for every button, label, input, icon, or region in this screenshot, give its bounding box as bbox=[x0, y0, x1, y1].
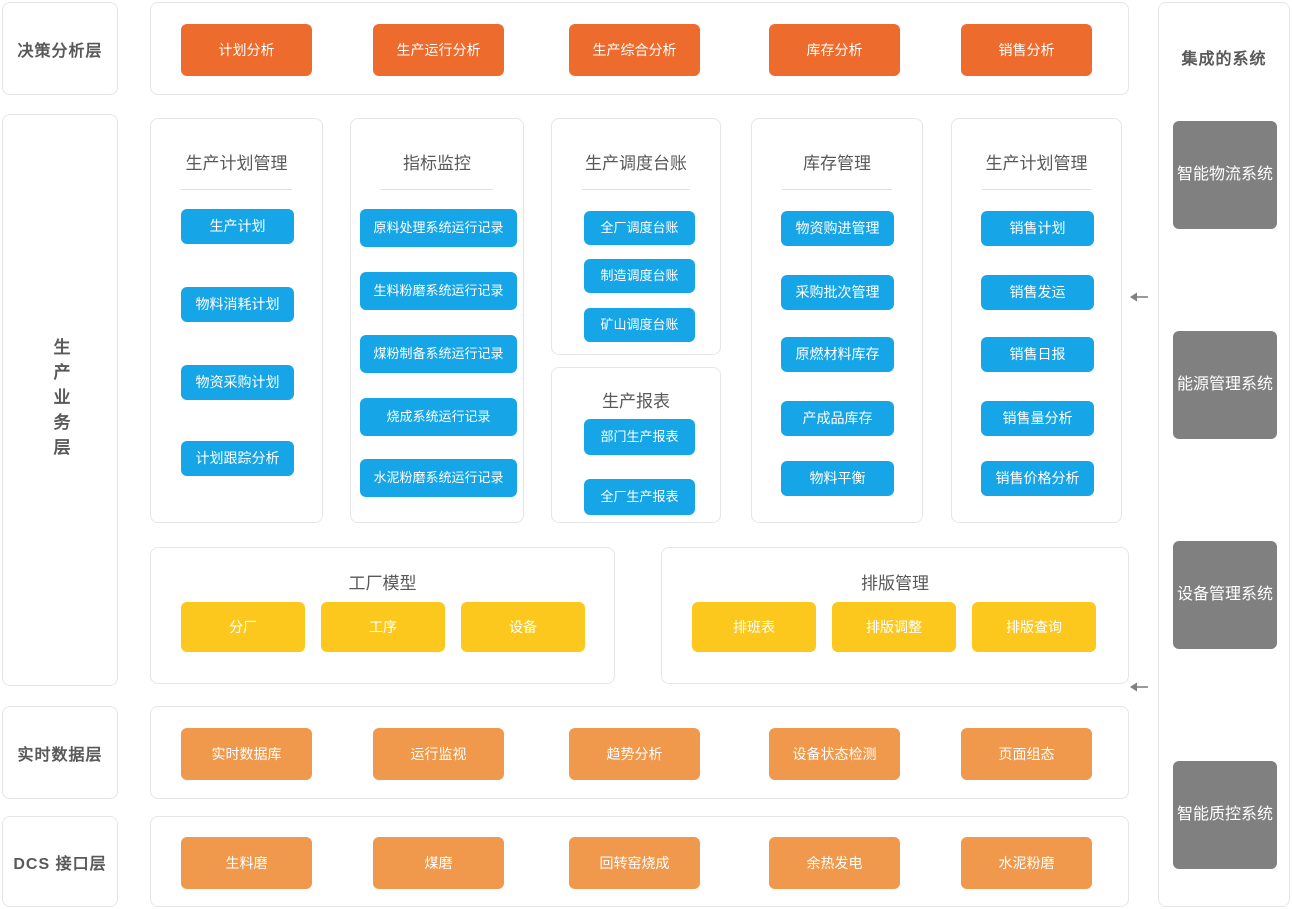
column-2-item-1[interactable]: 制造调度台账 bbox=[584, 259, 695, 293]
report-card-item-0[interactable]: 部门生产报表 bbox=[584, 419, 695, 455]
report-card-title: 生产报表 bbox=[602, 392, 670, 411]
column-4-item-1[interactable]: 销售发运 bbox=[981, 275, 1094, 310]
arrow-left-icon-bottom bbox=[1128, 679, 1150, 695]
column-1-item-3[interactable]: 烧成系统运行记录 bbox=[360, 398, 517, 436]
business-column-4: 生产计划管理 销售计划 销售发运 销售日报 销售量分析 销售价格分析 bbox=[951, 118, 1122, 523]
dcs-interface-panel: 生料磨 煤磨 回转窑烧成 余热发电 水泥粉磨 bbox=[150, 816, 1129, 907]
column-divider-2 bbox=[582, 189, 690, 190]
layer-label-business: 生产业务层 bbox=[50, 337, 70, 463]
arrow-left-icon-top bbox=[1128, 289, 1150, 305]
column-0-item-1[interactable]: 物料消耗计划 bbox=[181, 287, 294, 322]
column-2-item-0[interactable]: 全厂调度台账 bbox=[584, 211, 695, 245]
business-column-3: 库存管理 物资购进管理 采购批次管理 原燃材料库存 产成品库存 物料平衡 bbox=[751, 118, 923, 523]
column-title-0: 生产计划管理 bbox=[185, 154, 288, 173]
realtime-button-2[interactable]: 趋势分析 bbox=[569, 728, 700, 780]
integrated-system-2[interactable]: 设备管理系统 bbox=[1173, 541, 1277, 649]
business-column-0: 生产计划管理 生产计划 物料消耗计划 物资采购计划 计划跟踪分析 bbox=[150, 118, 323, 523]
factory-model-title: 工厂模型 bbox=[348, 574, 417, 593]
decision-button-0[interactable]: 计划分析 bbox=[181, 24, 312, 76]
decision-button-3[interactable]: 库存分析 bbox=[769, 24, 900, 76]
layer-label-business-card: 生产业务层 bbox=[2, 114, 118, 686]
realtime-button-0[interactable]: 实时数据库 bbox=[181, 728, 312, 780]
column-1-item-0[interactable]: 原料处理系统运行记录 bbox=[360, 209, 517, 247]
column-1-item-4[interactable]: 水泥粉磨系统运行记录 bbox=[360, 459, 517, 497]
realtime-button-1[interactable]: 运行监视 bbox=[373, 728, 504, 780]
column-title-4: 生产计划管理 bbox=[985, 154, 1088, 173]
column-4-item-0[interactable]: 销售计划 bbox=[981, 211, 1094, 246]
realtime-button-3[interactable]: 设备状态检测 bbox=[769, 728, 900, 780]
factory-model-panel: 工厂模型 分厂 工序 设备 bbox=[150, 547, 615, 684]
column-4-item-4[interactable]: 销售价格分析 bbox=[981, 461, 1094, 496]
column-4-item-3[interactable]: 销售量分析 bbox=[981, 401, 1094, 436]
dcs-button-1[interactable]: 煤磨 bbox=[373, 837, 504, 889]
integrated-systems-panel: 集成的系统 智能物流系统 能源管理系统 设备管理系统 智能质控系统 bbox=[1158, 2, 1290, 907]
layout-management-panel: 排版管理 排班表 排版调整 排版查询 bbox=[661, 547, 1129, 684]
column-divider-3 bbox=[782, 189, 892, 190]
decision-button-2[interactable]: 生产综合分析 bbox=[569, 24, 700, 76]
decision-button-4[interactable]: 销售分析 bbox=[961, 24, 1092, 76]
integrated-system-1[interactable]: 能源管理系统 bbox=[1173, 331, 1277, 439]
column-0-item-0[interactable]: 生产计划 bbox=[181, 209, 294, 244]
business-column-2: 生产调度台账 全厂调度台账 制造调度台账 矿山调度台账 bbox=[551, 118, 721, 355]
column-0-item-2[interactable]: 物资采购计划 bbox=[181, 365, 294, 400]
production-report-card: 生产报表 部门生产报表 全厂生产报表 bbox=[551, 367, 721, 523]
integrated-system-3[interactable]: 智能质控系统 bbox=[1173, 761, 1277, 869]
decision-analysis-panel: 计划分析 生产运行分析 生产综合分析 库存分析 销售分析 bbox=[150, 2, 1129, 95]
column-4-item-2[interactable]: 销售日报 bbox=[981, 337, 1094, 372]
dcs-button-3[interactable]: 余热发电 bbox=[769, 837, 900, 889]
realtime-data-panel: 实时数据库 运行监视 趋势分析 设备状态检测 页面组态 bbox=[150, 706, 1129, 799]
layer-label-dcs: DCS 接口层 bbox=[2, 816, 118, 907]
column-title-1: 指标监控 bbox=[403, 154, 471, 173]
column-1-item-1[interactable]: 生料粉磨系统运行记录 bbox=[360, 272, 517, 310]
column-divider-1 bbox=[381, 189, 493, 190]
realtime-button-4[interactable]: 页面组态 bbox=[961, 728, 1092, 780]
layout-management-item-2[interactable]: 排版查询 bbox=[972, 602, 1096, 652]
column-title-2: 生产调度台账 bbox=[585, 154, 687, 173]
column-3-item-4[interactable]: 物料平衡 bbox=[781, 461, 894, 496]
factory-model-item-2[interactable]: 设备 bbox=[461, 602, 585, 652]
layer-label-realtime: 实时数据层 bbox=[2, 706, 118, 799]
column-3-item-3[interactable]: 产成品库存 bbox=[781, 401, 894, 436]
column-1-item-2[interactable]: 煤粉制备系统运行记录 bbox=[360, 335, 517, 373]
column-2-item-2[interactable]: 矿山调度台账 bbox=[584, 308, 695, 342]
integrated-system-0[interactable]: 智能物流系统 bbox=[1173, 121, 1277, 229]
layout-management-item-0[interactable]: 排班表 bbox=[692, 602, 816, 652]
column-3-item-0[interactable]: 物资购进管理 bbox=[781, 211, 894, 246]
dcs-button-2[interactable]: 回转窑烧成 bbox=[569, 837, 700, 889]
column-divider-0 bbox=[181, 189, 292, 190]
decision-button-1[interactable]: 生产运行分析 bbox=[373, 24, 504, 76]
column-title-3: 库存管理 bbox=[803, 154, 871, 173]
column-divider-4 bbox=[982, 189, 1091, 190]
layer-label-decision: 决策分析层 bbox=[2, 2, 118, 95]
factory-model-item-0[interactable]: 分厂 bbox=[181, 602, 305, 652]
report-card-item-1[interactable]: 全厂生产报表 bbox=[584, 479, 695, 515]
dcs-button-4[interactable]: 水泥粉磨 bbox=[961, 837, 1092, 889]
layout-management-item-1[interactable]: 排版调整 bbox=[832, 602, 956, 652]
factory-model-item-1[interactable]: 工序 bbox=[321, 602, 445, 652]
column-3-item-2[interactable]: 原燃材料库存 bbox=[781, 337, 894, 372]
dcs-button-0[interactable]: 生料磨 bbox=[181, 837, 312, 889]
column-0-item-3[interactable]: 计划跟踪分析 bbox=[181, 441, 294, 476]
business-column-1: 指标监控 原料处理系统运行记录 生料粉磨系统运行记录 煤粉制备系统运行记录 烧成… bbox=[350, 118, 524, 523]
layout-management-title: 排版管理 bbox=[861, 574, 929, 593]
column-3-item-1[interactable]: 采购批次管理 bbox=[781, 275, 894, 310]
integrated-systems-title: 集成的系统 bbox=[1181, 51, 1267, 68]
